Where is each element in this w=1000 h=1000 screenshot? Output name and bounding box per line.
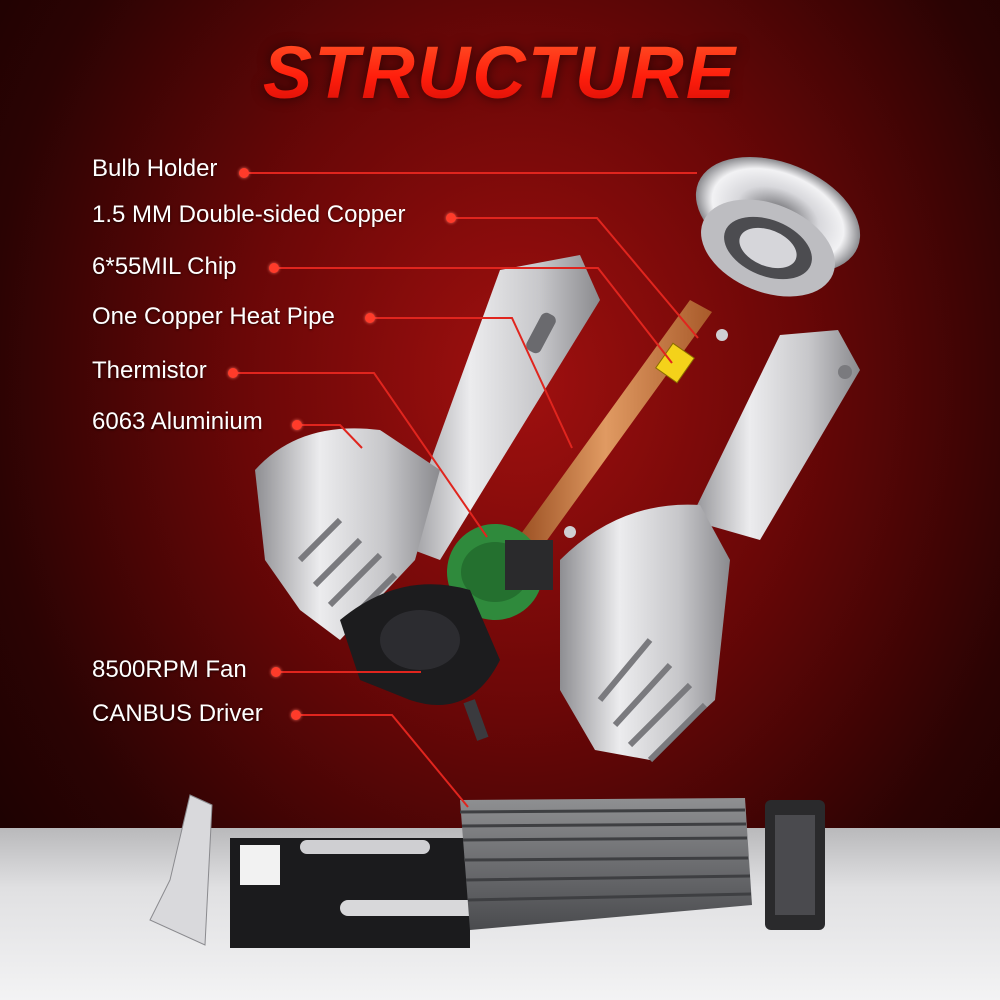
- bulb-holder-part: [695, 157, 861, 297]
- dot-chip: [269, 263, 279, 273]
- leader-driver: [296, 714, 469, 808]
- label-bulb-holder: Bulb Holder: [92, 155, 218, 182]
- canbus-driver-part: [149, 794, 825, 948]
- left-aluminium-housing: [255, 255, 600, 640]
- label-chip: 6*55MIL Chip: [92, 253, 237, 280]
- fan-part: [340, 584, 500, 741]
- dot-aluminium: [292, 420, 302, 430]
- label-aluminium: 6063 Aluminium: [92, 408, 263, 435]
- dot-bulb-holder: [239, 168, 249, 178]
- label-copper-board: 1.5 MM Double-sided Copper: [92, 201, 406, 228]
- leader-lines: [233, 172, 699, 808]
- leader-heat-pipe: [370, 317, 573, 449]
- dot-thermistor: [228, 368, 238, 378]
- thermistor-pcb-part: [447, 524, 553, 620]
- label-driver: CANBUS Driver: [92, 700, 263, 727]
- dot-heat-pipe: [365, 313, 375, 323]
- label-thermistor: Thermistor: [92, 357, 207, 384]
- leader-chip: [274, 267, 673, 364]
- leader-copper-board: [451, 217, 699, 339]
- page-title: STRUCTURE: [0, 30, 1000, 115]
- dot-copper-board: [446, 213, 456, 223]
- leader-thermistor: [233, 372, 488, 538]
- leader-aluminium: [297, 424, 363, 449]
- dot-fan: [271, 667, 281, 677]
- copper-heat-pipe-part: [518, 300, 728, 550]
- label-heat-pipe: One Copper Heat Pipe: [92, 303, 335, 330]
- label-fan: 8500RPM Fan: [92, 656, 247, 683]
- right-aluminium-housing: [560, 330, 860, 763]
- dot-driver: [291, 710, 301, 720]
